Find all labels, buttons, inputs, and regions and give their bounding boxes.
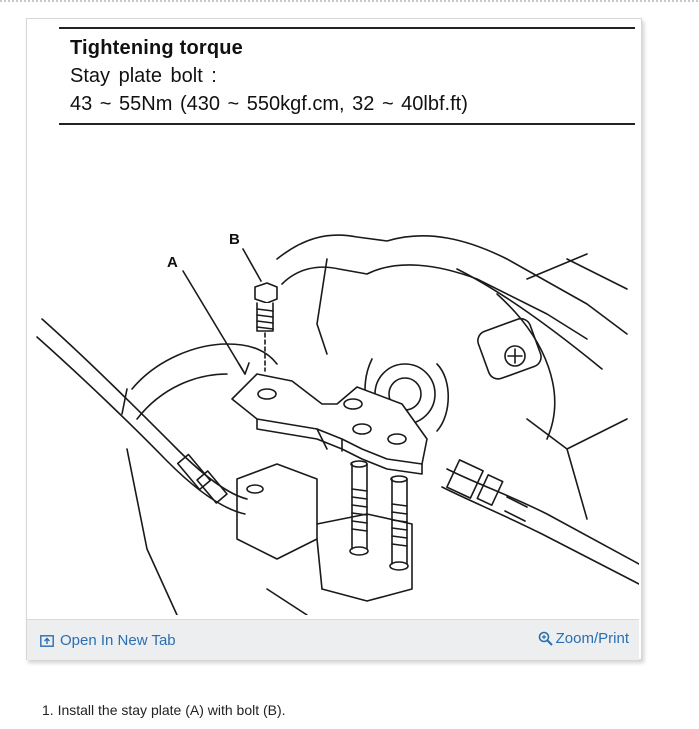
open-in-new-tab-label: Open In New Tab (60, 632, 176, 649)
label-b: B (229, 231, 240, 248)
zoom-print-link[interactable]: Zoom/Print (538, 630, 629, 647)
instruction-step-1: 1. Install the stay plate (A) with bolt … (42, 702, 286, 718)
zoom-print-label: Zoom/Print (555, 630, 629, 647)
torque-title: Tightening torque (70, 37, 244, 59)
label-a: A (167, 254, 178, 271)
stay-plate-diagram: A B (36, 231, 639, 615)
page-top-border (0, 0, 699, 2)
torque-subtitle: Stay plate bolt : (70, 65, 217, 87)
open-in-new-tab-link[interactable]: Open In New Tab (40, 632, 176, 649)
torque-spec-box: Tightening torque Stay plate bolt : 43 ~… (59, 27, 635, 125)
figure-card: Tightening torque Stay plate bolt : 43 ~… (26, 18, 642, 660)
magnifier-icon (538, 631, 553, 646)
figure-toolbar: Open In New Tab Zoom/Print (27, 619, 639, 660)
open-new-tab-icon (40, 634, 54, 647)
torque-value: 43 ~ 55Nm (430 ~ 550kgf.cm, 32 ~ 40lbf.f… (70, 93, 468, 115)
